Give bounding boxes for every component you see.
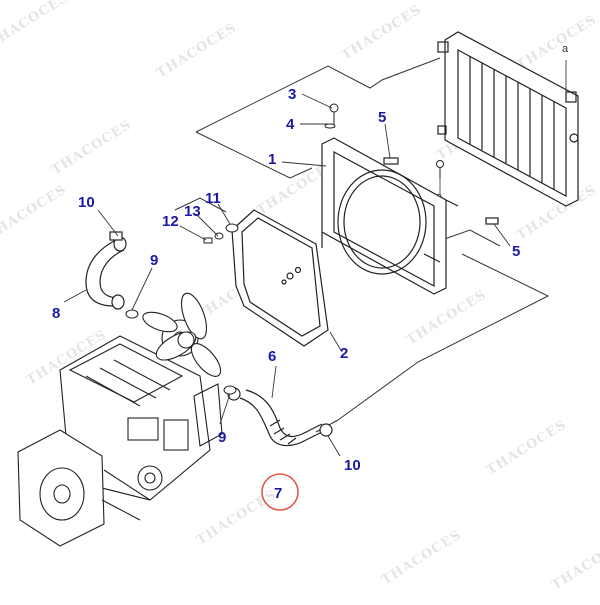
watermark: THACOCES (194, 487, 279, 548)
bolt-right (436, 160, 444, 178)
assembly-boundary (174, 57, 550, 433)
callout-3: 3 (288, 86, 296, 103)
bolt-part-3 (324, 103, 339, 129)
watermark: THACOCES (379, 527, 464, 588)
callout-7: 7 (274, 485, 282, 502)
watermark: THACOCES (514, 12, 599, 73)
engine-fan (142, 292, 222, 377)
watermark: THACOCES (404, 287, 489, 348)
leader-lines (63, 93, 511, 457)
fitting-parts (203, 223, 239, 244)
engine (17, 319, 223, 547)
callout-5: 5 (512, 243, 520, 260)
watermark: THACOCES (154, 20, 239, 81)
callout-4: 4 (286, 116, 295, 133)
watermark: THACOCES (0, 0, 72, 51)
watermark: THACOCES (339, 2, 424, 63)
lower-hose-part-7 (227, 387, 333, 447)
highlight-ring (261, 473, 299, 511)
watermark: THACOCES (49, 117, 134, 178)
radiator (437, 31, 579, 207)
callout-13: 13 (184, 203, 201, 220)
reference-letter: a (562, 43, 569, 55)
callout-1: 1 (268, 151, 276, 168)
callout-9: 9 (218, 429, 226, 446)
callout-11: 11 (205, 190, 221, 207)
watermark: THACOCES (484, 417, 569, 478)
callout-10: 10 (78, 194, 95, 211)
callout-5: 5 (378, 109, 386, 126)
fan-shroud-part-1 (321, 137, 499, 295)
callout-6: 6 (268, 348, 276, 365)
fan-plate-part-2 (231, 209, 329, 347)
watermark: THACOCES (549, 532, 600, 593)
callout-labels: 1 2 3 4 5 5 6 7 8 9 9 10 10 11 12 13 (52, 86, 520, 502)
callout-12: 12 (162, 213, 179, 230)
callout-10: 10 (344, 457, 361, 474)
callout-9: 9 (150, 252, 158, 269)
callout-2: 2 (340, 345, 348, 362)
upper-hose-part-8 (85, 231, 127, 310)
watermark: THACOCES (0, 182, 70, 243)
callout-8: 8 (52, 305, 60, 322)
